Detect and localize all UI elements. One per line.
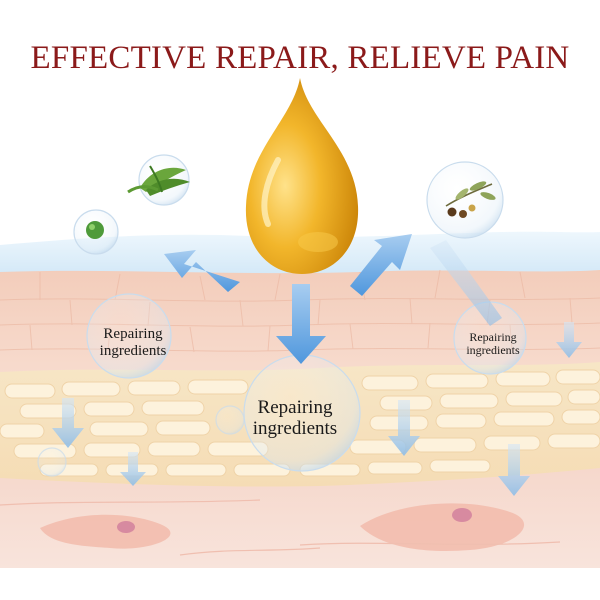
green-berry-icon: [86, 221, 104, 239]
right-diagonal-arrow: [350, 234, 412, 296]
left-diagonal-arrow: [164, 250, 240, 292]
cell-nucleus-left: [117, 521, 135, 533]
soft-arrows: [52, 240, 582, 496]
oil-drop-icon: [245, 78, 359, 274]
repairing-ingredients-label-right: Repairing ingredients: [466, 330, 520, 357]
headline: EFFECTIVE REPAIR, RELIEVE PAIN: [30, 40, 570, 76]
repairing-ingredients-label-center: Repairing ingredients: [252, 397, 338, 439]
olive-branch-bubble: [426, 161, 504, 239]
deep-tissue-fibers: [0, 499, 561, 556]
center-down-arrow: [276, 284, 326, 364]
cell-nucleus-right: [452, 508, 472, 522]
olive-branch-icon: [445, 181, 496, 218]
repairing-ingredients-label-left: Repairing ingredients: [99, 326, 167, 359]
penetration-arrows: [164, 234, 412, 364]
ingredient-bubble-left: [86, 293, 172, 379]
deep-tissue-cells: [40, 503, 525, 551]
dermis-cells: [0, 369, 600, 477]
aloe-leaf-icon: [127, 165, 190, 196]
